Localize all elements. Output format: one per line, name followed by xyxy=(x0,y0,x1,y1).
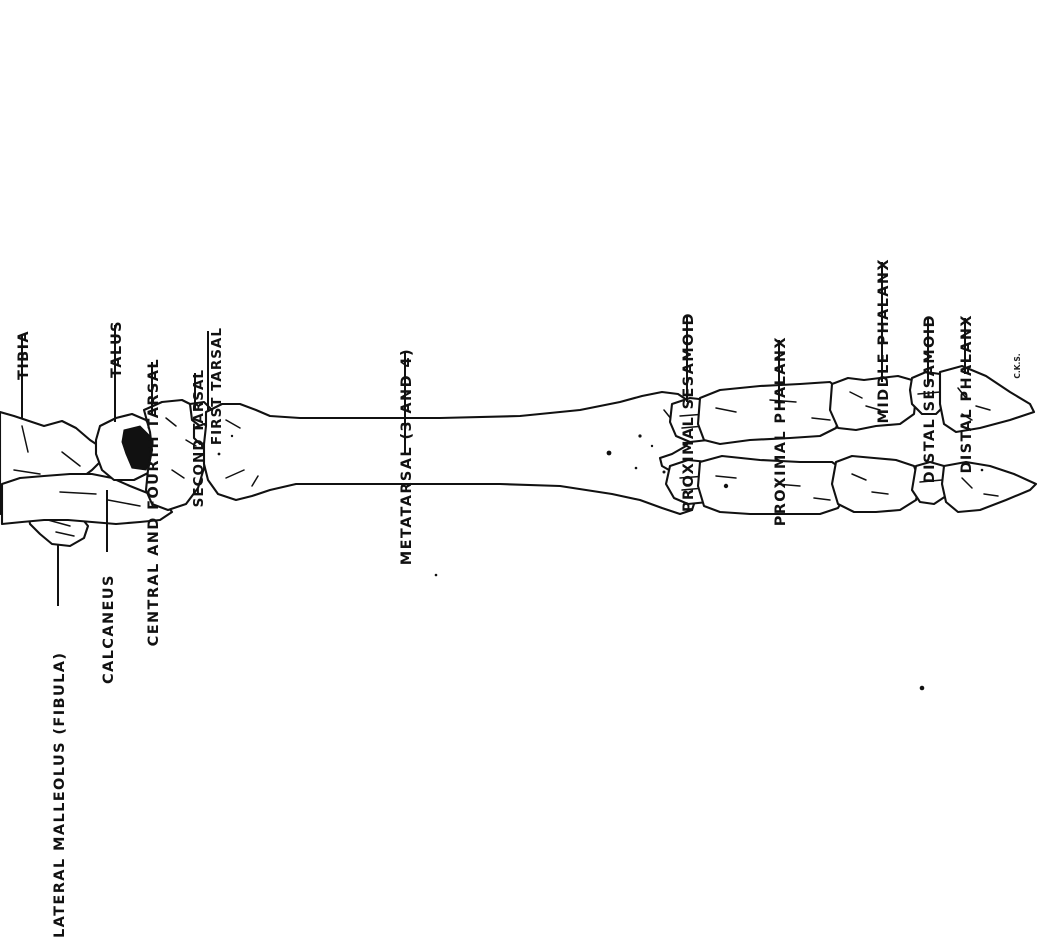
label-proximal-sesamoid: PROXIMAL SESAMOID xyxy=(681,312,697,512)
label-proximal-phalanx: PROXIMAL PHALANX xyxy=(773,336,789,526)
label-distal-phalanx: DISTAL PHALANX xyxy=(959,314,975,474)
label-metatarsal: METATARSAL (3 AND 4) xyxy=(399,348,415,565)
label-first-tarsal: FIRST TARSAL xyxy=(209,327,225,445)
proximal-phalanx-lower xyxy=(698,456,846,514)
label-central-fourth-tarsal: CENTRAL AND FOURTH TARSAL xyxy=(146,358,162,646)
label-second-tarsal: SECOND TARSAL xyxy=(191,369,207,507)
distal-phalanx-lower xyxy=(942,462,1036,512)
metatarsal-bone xyxy=(204,392,696,514)
middle-phalanx-upper xyxy=(830,376,916,430)
label-calcaneus: CALCANEUS xyxy=(101,574,117,684)
artist-initials: C.K.S. xyxy=(1013,353,1022,378)
label-talus: TALUS xyxy=(109,320,125,378)
label-tibia: TIBIA xyxy=(16,330,32,380)
label-middle-phalanx: MIDDLE PHALANX xyxy=(876,258,892,423)
labels: TIBIA TALUS CENTRAL AND FOURTH TARSAL SE… xyxy=(16,258,1022,938)
label-distal-sesamoid: DISTAL SESAMOID xyxy=(922,314,938,483)
label-lateral-malleolus: LATERAL MALLEOLUS (FIBULA) xyxy=(52,652,68,938)
middle-phalanx-lower xyxy=(832,456,920,512)
proximal-phalanx-upper xyxy=(698,382,842,444)
